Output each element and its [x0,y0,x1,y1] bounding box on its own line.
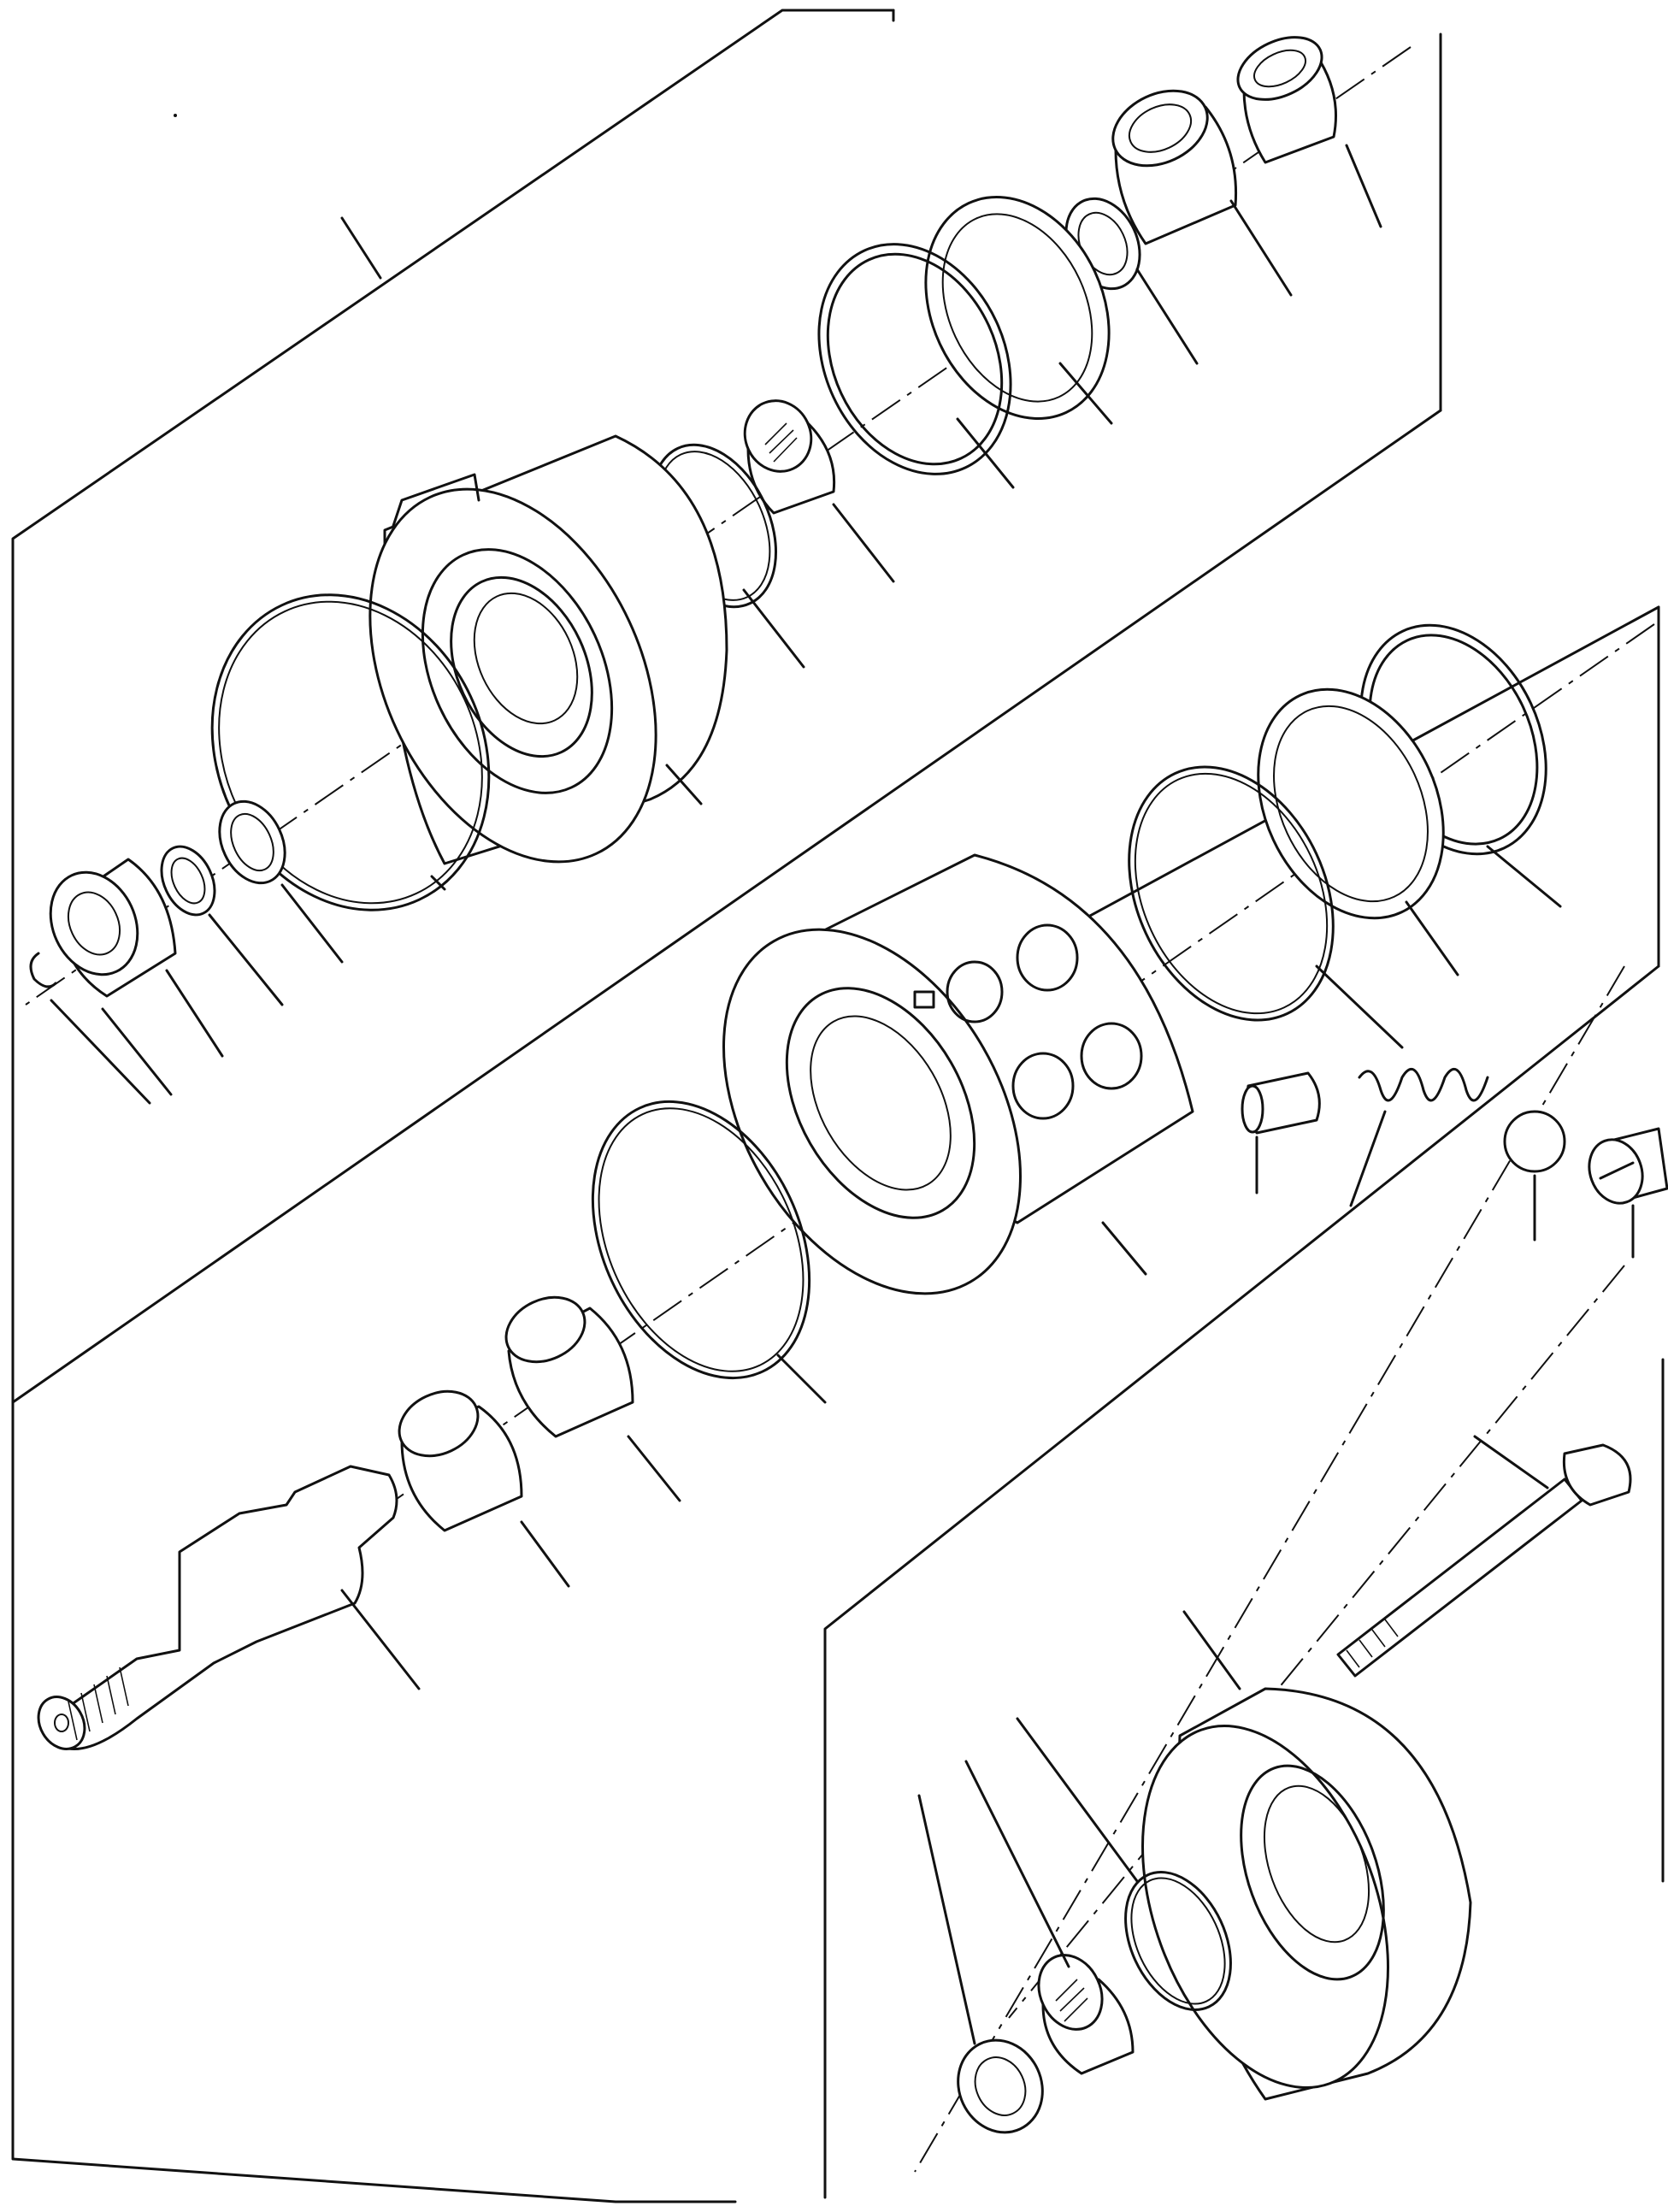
ball [1503,1110,1566,1173]
washer-left [160,845,216,917]
snap-ring-left [29,952,57,988]
o-ring-middle-right [1128,765,1335,1022]
upper-group-bracket [11,9,895,2203]
plug-screw [1588,1127,1668,1205]
bushing-top [1236,36,1337,164]
spring-ring [817,243,1012,475]
housing-upper [368,434,728,865]
bushing-large [1111,89,1238,245]
retainer-ring [218,799,286,885]
speck [174,114,177,117]
lower-assembly [957,1443,1632,2134]
pin [1241,1071,1321,1135]
o-ring-middle-left [591,1100,811,1380]
bushing-shaft [398,1389,523,1532]
ball-bearing-left [49,858,177,998]
thrust-plate [924,196,1111,420]
thrust-plate-middle [1257,687,1445,920]
cylinder-block [722,853,1194,1295]
needle-bearing-upper [743,399,836,515]
bushing-middle [504,1295,634,1438]
o-ring-lower [1124,1871,1232,2011]
end-cover [1141,1687,1472,2101]
drive-shaft [37,1465,398,1751]
leader-lines [50,144,1635,2045]
middle-assembly [37,623,1668,1751]
needle-bearing-lower [1037,1954,1135,2075]
bolt [1336,1443,1632,1678]
upper-assembly [29,36,1337,998]
spring [1358,1067,1489,1102]
washer-lower [957,2038,1044,2134]
lower-group-frame [823,964,1660,2199]
